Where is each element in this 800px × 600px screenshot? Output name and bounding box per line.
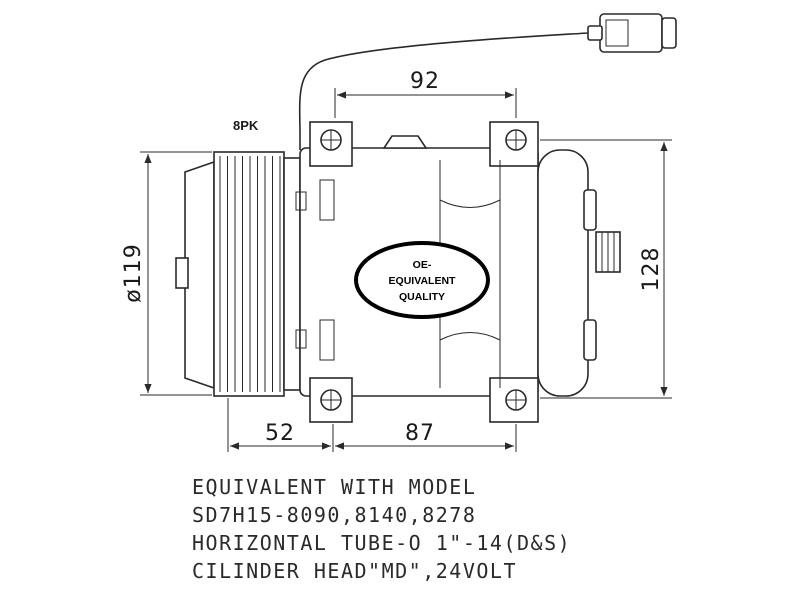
electrical-connector (298, 13, 677, 150)
oe-badge: OE- EQUIVALENT QUALITY (354, 241, 490, 319)
dimension-body-height-label: 128 (639, 247, 664, 292)
spec-line-3: HORIZONTAL TUBE-O 1"-14(D&S) (192, 531, 572, 555)
dimension-mount-spacing-label: 87 (405, 421, 435, 446)
dimension-top-width-label: 92 (410, 69, 440, 94)
dimension-body-height: 128 (540, 139, 672, 399)
dimension-pulley-offset-label: 52 (265, 421, 295, 446)
dimension-top-width: 92 (334, 69, 517, 118)
badge-line3: QUALITY (399, 291, 445, 303)
spec-line-2: SD7H15-8090,8140,8278 (192, 503, 477, 527)
spec-line-4: CILINDER HEAD"MD",24VOLT (192, 559, 517, 583)
dimension-bottom: 52 87 (227, 398, 517, 452)
badge-line2: EQUIVALENT (389, 275, 456, 287)
spec-line-1: EQUIVALENT WITH MODEL (192, 475, 477, 499)
badge-line1: OE- (413, 259, 432, 271)
cylinder-head (537, 149, 621, 397)
dimension-pulley-diameter: ø119 (121, 151, 212, 396)
pulley (175, 151, 301, 397)
pulley-type-label: 8PK (233, 118, 259, 133)
dimension-pulley-diameter-label: ø119 (121, 243, 146, 302)
